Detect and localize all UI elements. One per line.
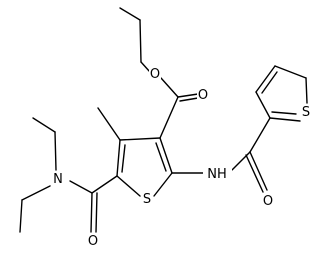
bond-rt-c2-inner (271, 111, 297, 115)
svg-text:O: O (198, 88, 208, 103)
bond-ring-c3-c2-inner (155, 142, 167, 172)
svg-text:NH: NH (207, 167, 227, 182)
bond-n-ethyl1-ch2 (54, 131, 57, 171)
bond-n-ethyl2-ch3 (19, 199, 23, 233)
bond-ring-c3-c4 (119, 137, 161, 141)
bond-ring-c5-c4 (116, 139, 121, 177)
bond-ring-c3-c2 (159, 137, 173, 174)
svg-text:S: S (143, 192, 151, 207)
bond-ring-c5-c4-inner (121, 144, 126, 173)
atom-amide-nh: NH (203, 166, 232, 182)
bond-c5-amideC (91, 175, 118, 194)
atom-amine-n: N (52, 171, 64, 187)
bond-ester-co-1 (177, 93, 199, 98)
bond-rt-c3-c4-inner (261, 71, 278, 94)
atom-ester-ether-o: O (149, 66, 161, 82)
svg-text:S: S (302, 105, 310, 120)
atom-amide-carbonyl-o-right: O (262, 193, 274, 209)
bond-rt-c4-c5 (274, 65, 307, 79)
svg-text:O: O (88, 234, 98, 249)
bond-n-ethyl2-ch2 (21, 185, 51, 201)
svg-text:O: O (150, 67, 160, 82)
bond-rt-s-c2 (269, 117, 301, 122)
bond-ch2-oether (140, 61, 151, 73)
atom-thiophene-s-right: S (301, 104, 312, 120)
atom-thiophene-s-center: S (141, 191, 153, 207)
svg-text:O: O (263, 194, 273, 209)
svg-text:N: N (53, 172, 63, 187)
atom-amide-carbonyl-o-left: O (87, 233, 99, 249)
bond-ester-co-2 (179, 97, 199, 102)
bond-amideC-n (69, 180, 93, 194)
bond-ring-c2-s (153, 172, 173, 197)
bonds (19, 7, 308, 233)
atom-labels: O O NH O S S N O (52, 66, 312, 249)
bond-n-ethyl1-ch3 (32, 117, 56, 133)
bond-amide-co-right-2 (245, 154, 264, 193)
atom-ester-carbonyl-o: O (197, 87, 209, 103)
bond-amide-co-right-1 (249, 151, 268, 191)
bond-ring-s-c5 (116, 175, 141, 197)
bond-ester-to-ring (159, 96, 179, 139)
bond-ethyl-ch3 (119, 7, 141, 21)
bond-methyl (97, 107, 121, 141)
bond-oether-carbonylC (160, 77, 179, 98)
bond-rt-c2-c3 (255, 91, 271, 119)
bond-rt-c3-c4 (255, 65, 276, 93)
bond-ethyl-ch2 (139, 19, 142, 63)
bond-rt-c5-s (305, 77, 308, 104)
bond-amideC-co-left-1 (90, 192, 93, 233)
bond-nh-carbonylC (231, 151, 251, 171)
bond-amideC-co-left-2 (95, 192, 98, 233)
bond-carbonyl-to-thiophene (249, 117, 271, 153)
